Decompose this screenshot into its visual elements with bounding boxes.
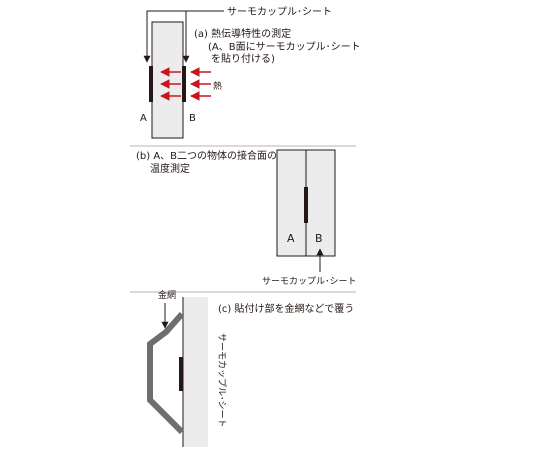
thermocouple-label-b: サーモカップル･シート (262, 276, 357, 287)
thermocouple-sheet-b (182, 66, 186, 102)
heat-arrows (160, 67, 211, 101)
caption-b-line1: (b) A、B二つの物体の接合面の (136, 149, 277, 162)
face-label-b: B (189, 113, 196, 124)
caption-a-line3: を貼り付ける) (211, 52, 275, 65)
face-label-a: A (140, 113, 147, 124)
thermocouple-sheet-c (179, 357, 183, 391)
heat-label: 熱 (213, 80, 222, 92)
thermocouple-leader-line (143, 10, 224, 63)
caption-a-line1: (a) 熱伝導特性の測定 (194, 27, 291, 40)
wire-mesh-cover (147, 312, 185, 435)
thermocouple-sheet-a (149, 66, 153, 102)
object-label-b: B (315, 232, 323, 245)
panel-b: (b) A、B二つの物体の接合面の 温度測定 A B サーモカップル･シート (136, 149, 357, 287)
object-label-a: A (287, 232, 295, 245)
caption-b-line2: 温度測定 (150, 162, 190, 175)
object-block (151, 21, 184, 139)
object-block-c (183, 297, 208, 447)
thermocouple-label-a: サーモカップル･シート (227, 6, 332, 18)
panel-c: 金網 (c) 貼付け部を金網などで覆う サーモカップル･シート (147, 289, 354, 447)
thermocouple-sheet-interface (304, 187, 308, 223)
caption-c: (c) 貼付け部を金網などで覆う (218, 302, 354, 315)
thermocouple-label-c: サーモカップル･シート (216, 333, 227, 428)
panel-a: サーモカップル･シート 熱 A B (a) 熱伝導特性の測定 (A、B面にサーモ… (140, 6, 361, 139)
caption-a-line2: (A、B面にサーモカップル･シート (208, 41, 361, 53)
mesh-label: 金網 (158, 289, 176, 301)
